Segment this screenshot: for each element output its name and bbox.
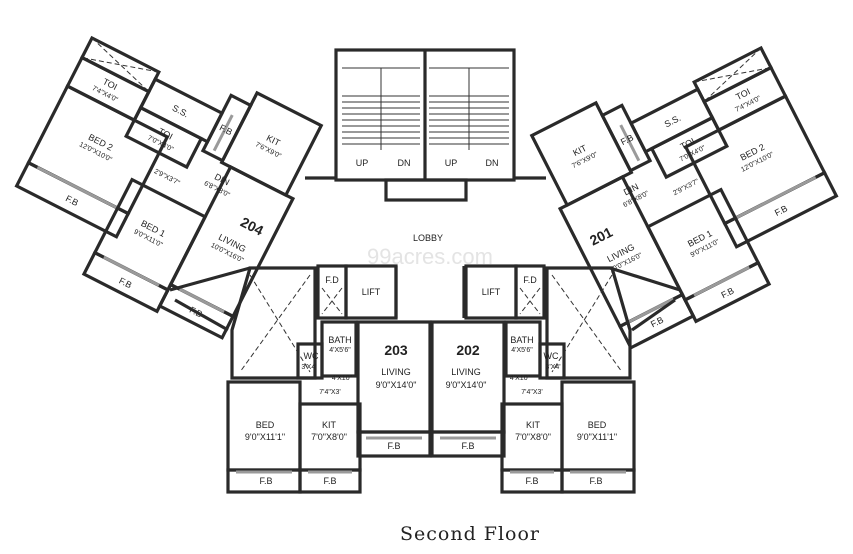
unit-number: 202 [456,342,480,358]
fb-label: F.B [387,441,400,451]
bath-size: 4'X5'6" [329,347,351,354]
staircase: UP DN UP DN [334,48,516,202]
bed-label: BED [256,420,275,430]
fb-label: F.B [619,132,635,147]
ss-label: S.S. [171,103,191,120]
unit-203-plan: F.D LIFT BATH 4'X5'6" WC 3'X4' 4'X10" 7'… [226,264,432,494]
passage-size: 2'9"X3'7" [153,168,181,187]
wc-size: 3'X4' [301,364,316,371]
unit-202-plan: F.D LIFT BATH 4'X5'6" WC 3'X4' 4'X10" 7'… [430,264,636,494]
fb-label: F.B [64,193,80,208]
lobby-label: LOBBY [413,233,443,243]
stair-dn-label: DN [398,158,411,168]
unit-204-plan: TOI 7'4"X4'0" S.S. TOI 7'0"X4'0" F.B KIT… [0,13,330,345]
unit-201-plan: TOI 7'4"X4'0" S.S. TOI 7'0"X4'0" F.B KIT… [523,23,853,355]
ss-label: S.S. [663,113,683,130]
kit-label: KIT [526,420,541,430]
living-size: 9'0"X14'0" [376,380,417,390]
unit-number: 203 [384,342,408,358]
fb-label: F.B [719,285,735,300]
fb-label: F.B [259,476,272,486]
fd-label: F.D [325,275,339,285]
fb-label: F.B [773,203,789,218]
stair-dn-label: DN [486,158,499,168]
living-label: LIVING [451,367,481,377]
fd-label: F.D [523,275,537,285]
fb-label: F.B [218,122,234,137]
bed-size: 9'0"X11'1" [245,432,285,442]
fb-label: F.B [323,476,336,486]
living-label: LIVING [381,367,411,377]
dim-7x3: 7'4"X3' [521,389,543,396]
dim-4x10: 4'X10" [332,375,353,382]
kit-label: KIT [322,420,337,430]
stair-up-label: UP [445,158,458,168]
bed-size: 9'0"X11'1" [577,432,617,442]
unit-number: 201 [587,224,615,249]
wc-label: WC [544,351,559,361]
unit-number: 204 [238,214,266,239]
lift-label: LIFT [482,287,501,297]
fb-label: F.B [525,476,538,486]
fb-label: F.B [589,476,602,486]
dim-4x10: 4'X10" [510,375,531,382]
fb-label: F.B [117,275,133,290]
kit-size: 7'0"X8'0" [311,432,347,442]
wc-label: WC [304,351,319,361]
wc-size: 3'X4' [545,364,560,371]
stair-up-label: UP [356,158,369,168]
fb-label: F.B [461,441,474,451]
kit-size: 7'0"X8'0" [515,432,551,442]
passage-size: 2'9"X3'7" [672,178,700,197]
lift-label: LIFT [362,287,381,297]
bath-size: 4'X5'6" [511,347,533,354]
bath-label: BATH [510,335,533,345]
floor-title: Second Floor [400,523,540,545]
living-size: 9'0"X14'0" [446,380,487,390]
bed-label: BED [588,420,607,430]
bath-label: BATH [328,335,351,345]
dim-7x3: 7'4"X3' [319,389,341,396]
